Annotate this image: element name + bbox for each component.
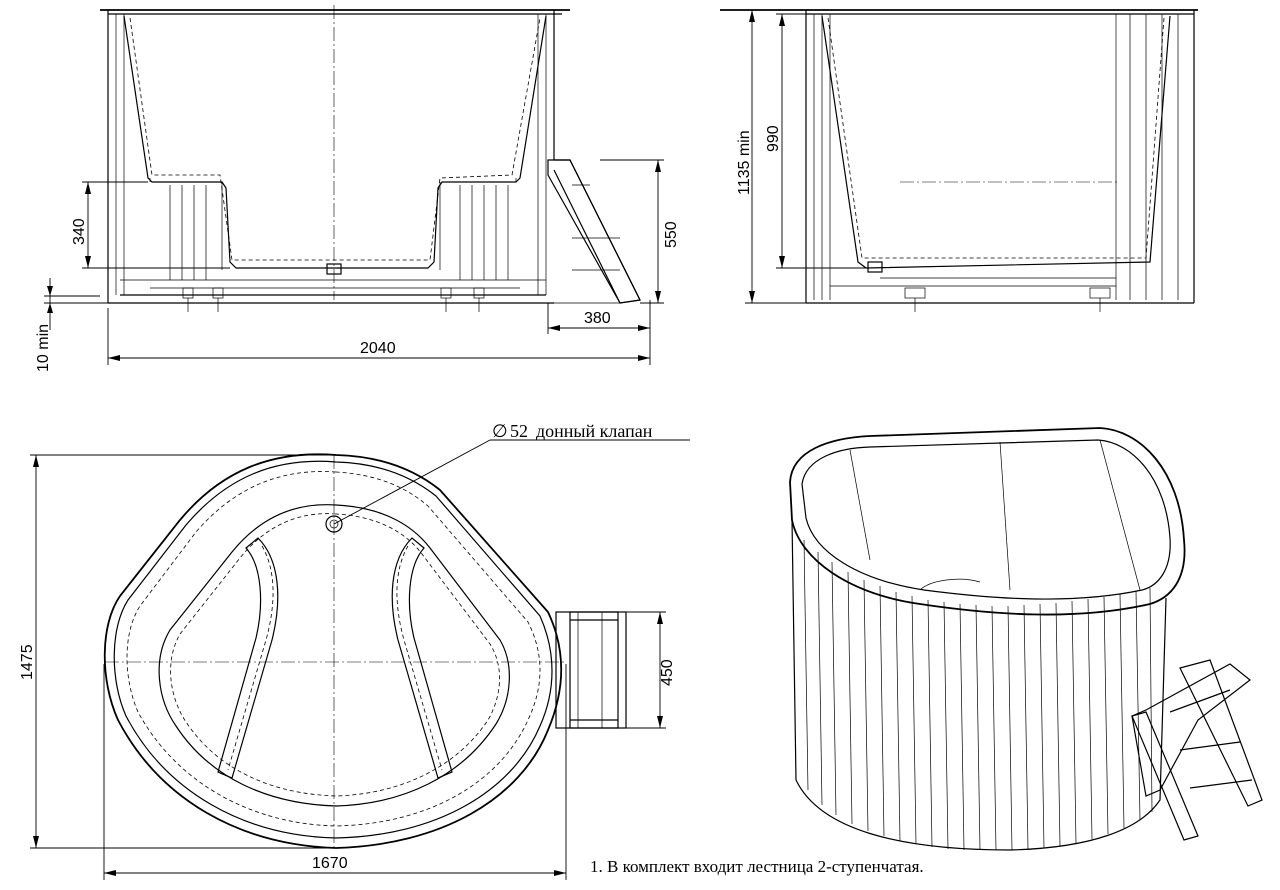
drain-size: 52 — [510, 421, 528, 441]
drain-label: донный клапан — [536, 421, 653, 441]
isometric-view — [789, 427, 1263, 851]
side-view: 1135 min 990 — [720, 9, 1198, 312]
dim-450: 450 — [659, 659, 676, 686]
drain-symbol: ∅ — [492, 421, 508, 441]
front-view: 2040 380 550 340 10 min — [35, 5, 680, 372]
kit-note: 1. В комплект входит лестница 2-ступенча… — [590, 857, 924, 876]
dim-1475: 1475 — [19, 644, 36, 680]
dim-1670: 1670 — [312, 855, 348, 872]
dim-340: 340 — [71, 218, 88, 245]
dim-2040: 2040 — [360, 340, 396, 357]
dim-550: 550 — [663, 221, 680, 248]
plan-view: ∅ 52 донный клапан 1475 1670 450 — [19, 421, 690, 880]
dim-380: 380 — [584, 310, 611, 327]
dim-990: 990 — [765, 125, 782, 152]
dim-1135min: 1135 min — [736, 130, 753, 195]
dim-10min: 10 min — [35, 324, 52, 372]
